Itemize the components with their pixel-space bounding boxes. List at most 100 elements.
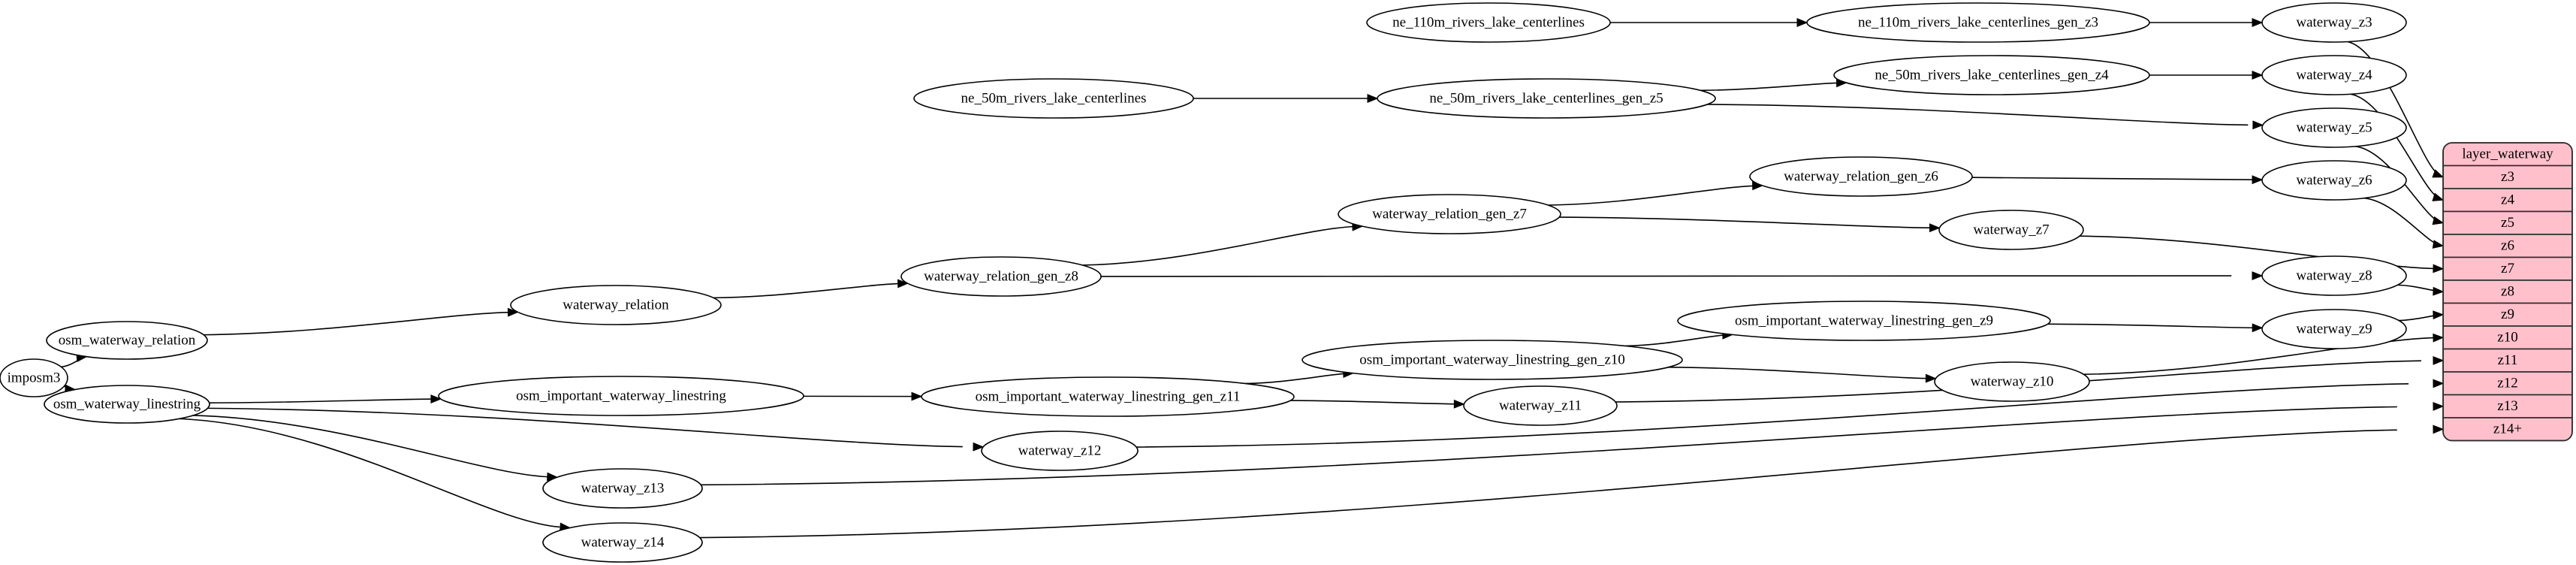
edge-arrowhead [2432,192,2445,201]
node-ne_110m_rivers_lake_centerlines[interactable]: ne_110m_rivers_lake_centerlines [1366,2,1611,43]
edge-arrowhead [2433,286,2445,296]
layer-table-row-z5[interactable] [2443,210,2572,235]
node-osm_waterway_linestring[interactable]: osm_waterway_linestring [44,385,210,424]
node-waterway_z8[interactable]: waterway_z8 [2261,255,2407,296]
node-shape-ne_110m_rivers_lake_centerlines[interactable] [1366,2,1611,43]
node-shape-waterway_z5[interactable] [2261,107,2407,148]
node-shape-waterway_z13[interactable] [542,468,703,509]
edge-arrowhead [1453,399,1465,409]
node-shape-osm_waterway_linestring[interactable] [44,385,210,424]
node-ne_110m_rivers_lake_centerlines_gen_z3[interactable]: ne_110m_rivers_lake_centerlines_gen_z3 [1806,2,2150,43]
edge-arrowhead [897,279,909,289]
node-ne_50m_rivers_lake_centerlines_gen_z5[interactable]: ne_50m_rivers_lake_centerlines_gen_z5 [1377,78,1716,119]
node-osm_important_waterway_linestring_gen_z11[interactable]: osm_important_waterway_linestring_gen_z1… [921,376,1295,417]
node-shape-waterway_relation_gen_z7[interactable] [1338,194,1561,234]
node-shape-waterway_z8[interactable] [2261,255,2407,296]
node-waterway_z14[interactable]: waterway_z14 [542,522,703,563]
edge-waterway_z4-to-layer_waterway-z4 [2350,93,2442,200]
edge-arrowhead [430,394,442,404]
node-waterway_z11[interactable]: waterway_z11 [1463,385,1618,426]
node-shape-osm_important_waterway_linestring_gen_z10[interactable] [1302,340,1683,380]
edge-waterway_z13-to-layer_waterway-z13 [701,406,2397,486]
edge-arrowhead [1929,223,1941,233]
node-shape-waterway_z9[interactable] [2261,309,2407,349]
node-shape-osm_important_waterway_linestring_gen_z9[interactable] [1677,301,2051,341]
node-shape-waterway_relation[interactable] [510,285,722,325]
node-osm_important_waterway_linestring[interactable]: osm_important_waterway_linestring [438,376,804,416]
node-shape-waterway_z10[interactable] [1934,361,2090,402]
node-ne_50m_rivers_lake_centerlines_gen_z4[interactable]: ne_50m_rivers_lake_centerlines_gen_z4 [1833,55,2150,95]
node-waterway_relation_gen_z6[interactable]: waterway_relation_gen_z6 [1749,156,1973,197]
node-waterway_z13[interactable]: waterway_z13 [542,468,703,509]
node-shape-waterway_z3[interactable] [2261,2,2407,43]
node-waterway_relation_gen_z7[interactable]: waterway_relation_gen_z7 [1338,194,1561,234]
node-shape-ne_50m_rivers_lake_centerlines[interactable] [913,78,1194,119]
edge-osm_waterway_linestring-to-osm_important_waterway_linestring [209,398,435,403]
layer-table-row-z7[interactable] [2443,256,2572,281]
edge-arrowhead [2252,120,2264,130]
node-shape-imposm3[interactable] [0,358,68,397]
node-shape-ne_110m_rivers_lake_centerlines_gen_z3[interactable] [1806,2,2150,43]
node-waterway_z3[interactable]: waterway_z3 [2261,2,2407,43]
edge-arrowhead [1925,373,1937,383]
node-shape-waterway_z11[interactable] [1463,385,1618,426]
layer-table-row-z9[interactable] [2443,302,2572,327]
node-shape-waterway_z14[interactable] [542,522,703,563]
node-osm_important_waterway_linestring_gen_z10[interactable]: osm_important_waterway_linestring_gen_z1… [1302,340,1683,380]
edge-osm_important_waterway_linestring_gen_z11-to-osm_important_waterway_linestring_gen_z10 [1245,373,1351,385]
node-waterway_z4[interactable]: waterway_z4 [2261,55,2407,95]
edge-waterway_z14-to-layer_waterway-z14+ [699,429,2397,539]
edge-arrowhead [973,442,985,452]
layer-table-row-z4[interactable] [2443,188,2572,213]
layer-table-row-z14+[interactable] [2443,417,2572,441]
node-shape-waterway_z12[interactable] [981,431,1139,471]
layer-table-row-z6[interactable] [2443,234,2572,258]
node-waterway_z9[interactable]: waterway_z9 [2261,309,2407,349]
edge-osm_waterway_relation-to-waterway_relation [204,311,510,336]
node-waterway_z7[interactable]: waterway_z7 [1938,210,2084,250]
node-shape-osm_important_waterway_linestring[interactable] [438,376,804,416]
edge-arrowhead [2433,355,2445,365]
node-waterway_z5[interactable]: waterway_z5 [2261,107,2407,148]
edge-osm_waterway_linestring-to-waterway_z13 [193,415,548,478]
layer-table-row-z12[interactable] [2443,371,2572,396]
layer-table-row-z8[interactable] [2443,279,2572,304]
node-imposm3[interactable]: imposm3 [0,358,68,397]
node-shape-waterway_relation_gen_z6[interactable] [1749,156,1973,197]
node-ne_50m_rivers_lake_centerlines[interactable]: ne_50m_rivers_lake_centerlines [913,78,1194,119]
edge-arrowhead [2252,175,2264,185]
node-shape-ne_50m_rivers_lake_centerlines_gen_z4[interactable] [1833,55,2150,95]
node-shape-waterway_z7[interactable] [1938,210,2084,250]
node-shape-ne_50m_rivers_lake_centerlines_gen_z5[interactable] [1377,78,1716,119]
edge-arrowhead [2433,264,2445,273]
node-shape-osm_important_waterway_linestring_gen_z11[interactable] [921,376,1295,417]
layer-table-row-z3[interactable] [2443,165,2572,189]
edge-arrowhead [2252,18,2264,27]
edge-arrowhead [1796,18,1808,27]
node-osm_waterway_relation[interactable]: osm_waterway_relation [46,321,208,360]
node-waterway_relation_gen_z8[interactable]: waterway_relation_gen_z8 [900,256,1102,297]
edge-osm_important_waterway_linestring_gen_z9-to-waterway_z9 [2047,323,2257,329]
layer-table-header-cell[interactable] [2443,143,2572,167]
edge-arrowhead [2252,323,2264,333]
layer-table-row-z11[interactable] [2443,348,2572,373]
node-shape-waterway_z6[interactable] [2261,160,2407,201]
edge-ne_50m_rivers_lake_centerlines_gen_z5-to-waterway_z5 [1707,104,2249,126]
node-waterway_z6[interactable]: waterway_z6 [2261,160,2407,201]
edge-arrowhead [2433,310,2445,320]
node-waterway_z12[interactable]: waterway_z12 [981,431,1139,471]
edge-arrowhead [2433,425,2445,434]
node-osm_important_waterway_linestring_gen_z9[interactable]: osm_important_waterway_linestring_gen_z9 [1677,301,2051,341]
node-shape-osm_waterway_relation[interactable] [46,321,208,360]
layer-table-row-z10[interactable] [2443,325,2572,350]
layer-waterway-table: layer_waterwayz3z4z5z6z7z8z9z10z11z12z13… [2442,142,2573,442]
edge-osm_waterway_linestring-to-waterway_z14 [179,418,560,528]
node-waterway_z10[interactable]: waterway_z10 [1934,361,2090,402]
node-shape-waterway_z4[interactable] [2261,55,2407,95]
layer-table-row-z13[interactable] [2443,394,2572,418]
node-waterway_relation[interactable]: waterway_relation [510,285,722,325]
node-shape-waterway_relation_gen_z8[interactable] [900,256,1102,297]
